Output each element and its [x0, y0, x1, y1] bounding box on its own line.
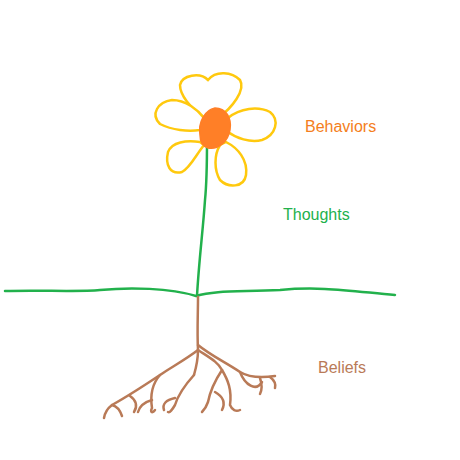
ground-line — [5, 288, 395, 296]
plant-roots — [104, 297, 275, 418]
flower-center — [200, 108, 231, 148]
beliefs-label: Beliefs — [318, 358, 366, 378]
thoughts-label: Thoughts — [283, 205, 350, 225]
behaviors-label: Behaviors — [305, 117, 376, 137]
flower-stem — [197, 140, 207, 296]
flower-petals — [156, 73, 276, 185]
